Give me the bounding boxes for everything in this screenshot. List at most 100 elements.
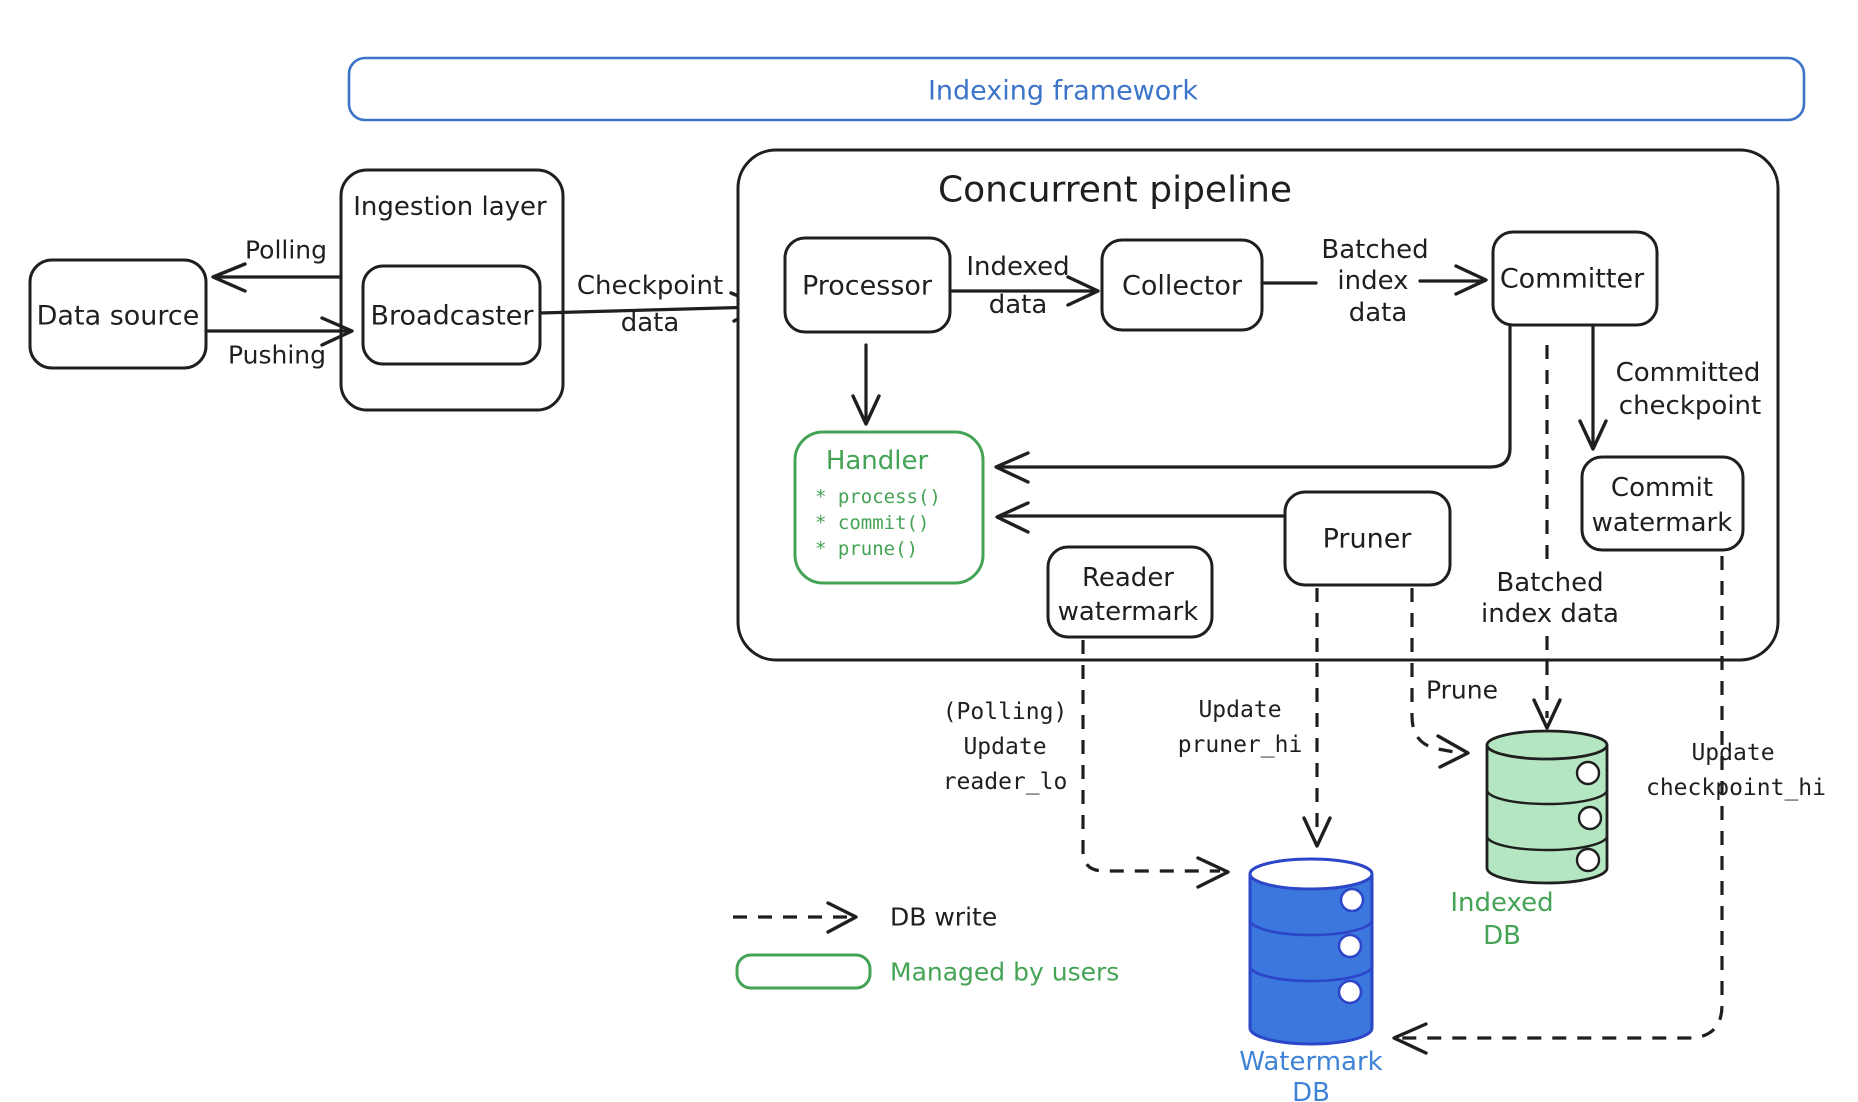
processor-box (783, 236, 952, 334)
indexed-db-dot (1575, 847, 1601, 873)
update-pruner-hi-arrow: Update pruner_hi (1178, 588, 1332, 848)
update-checkpoint-hi-arrow: Update checkpoint_hi (1392, 556, 1826, 1055)
legend-managed-by-users: Managed by users (735, 953, 1119, 990)
indexed-db: Indexed DB (1450, 729, 1609, 951)
indexed-db-dot (1575, 760, 1601, 786)
batched-index-data-2-arrow: Batched index data (1481, 345, 1619, 730)
handler-title: Handler (826, 446, 929, 476)
batched-index-data-2-label-1: Batched (1496, 568, 1603, 598)
committer-box (1491, 230, 1659, 327)
pruner-label: Pruner (1323, 524, 1413, 555)
checkpoint-data-label-2: data (621, 308, 680, 338)
arrowhead-down-icon (1532, 698, 1562, 730)
watermark-db-dot (1337, 979, 1363, 1005)
prune-arrow: Prune (1410, 588, 1498, 769)
update-reader-lo-label-3: reader_lo (943, 769, 1068, 795)
indexed-data-arrow: Indexed data (948, 252, 1100, 320)
broadcaster-box (361, 264, 542, 366)
legend-db-write: DB write (733, 901, 997, 934)
arrowhead-right-icon (826, 901, 858, 934)
ingestion-layer-label: Ingestion layer (353, 192, 547, 222)
watermark-db-separator (1248, 965, 1374, 983)
checkpoint-data-arrow: Checkpoint data (538, 271, 765, 338)
checkpoint-data-label-1: Checkpoint (577, 271, 723, 301)
handler-box (793, 430, 985, 585)
arrowhead-down-icon (1578, 419, 1608, 451)
batched-index-data-arrow: Batched index data (1260, 235, 1488, 328)
polling-arrow: Polling (211, 236, 343, 293)
legend-green-box (735, 953, 872, 990)
committer-label: Committer (1500, 264, 1645, 295)
update-reader-lo-label-1: (Polling) (943, 699, 1068, 725)
banner-title: Indexing framework (928, 76, 1198, 107)
legend-db-write-label: DB write (890, 903, 997, 932)
legend: DB write Managed by users (733, 901, 1119, 990)
commit-watermark-box (1580, 455, 1745, 552)
pruner-group: Pruner (995, 490, 1452, 587)
reader-watermark-box (1046, 545, 1214, 639)
arrowhead-right-icon (320, 316, 354, 347)
pushing-arrow: Pushing (204, 316, 354, 370)
arrowhead-right-icon (1066, 275, 1100, 307)
arrowhead-down-icon (1302, 816, 1332, 848)
arrowhead-right-icon (1196, 856, 1230, 889)
update-pruner-hi-label-1: Update (1198, 697, 1281, 723)
watermark-db-dot (1339, 887, 1365, 913)
indexed-data-label-1: Indexed (966, 252, 1069, 282)
polling-label: Polling (245, 236, 327, 265)
update-pruner-hi-label-2: pruner_hi (1178, 732, 1303, 758)
indexed-db-separator (1485, 835, 1609, 852)
watermark-db-separator (1248, 919, 1374, 937)
arrowhead-right-icon (1454, 264, 1488, 296)
indexed-db-dot (1577, 805, 1603, 831)
arrowhead-left-icon (1392, 1022, 1428, 1055)
indexed-db-label-1: Indexed (1450, 888, 1553, 918)
committed-checkpoint-arrow: Committed checkpoint (1578, 323, 1761, 451)
indexed-db-top (1485, 729, 1609, 761)
watermark-db-body (1248, 874, 1374, 1046)
arrowhead-left-icon (995, 501, 1030, 534)
batched-index-data-label-1: Batched (1321, 235, 1428, 265)
handler-method-process: * process() (815, 486, 941, 508)
update-reader-lo-arrow: (Polling) Update reader_lo (943, 640, 1230, 889)
processor-label: Processor (802, 271, 933, 302)
handler-method-prune: * prune() (815, 538, 918, 560)
reader-watermark-label-2: watermark (1058, 597, 1199, 627)
pushing-label: Pushing (228, 341, 326, 370)
indexed-db-separator (1485, 789, 1609, 806)
collector-label: Collector (1122, 271, 1243, 302)
legend-managed-by-users-label: Managed by users (890, 958, 1119, 987)
commit-watermark-label-2: watermark (1592, 508, 1733, 538)
committed-checkpoint-label-2: checkpoint (1619, 391, 1761, 421)
banner-frame (347, 56, 1806, 122)
collector-box (1100, 238, 1264, 332)
update-checkpoint-hi-label-1: Update (1691, 740, 1774, 766)
watermark-db-label-1: Watermark (1239, 1047, 1382, 1077)
broadcaster-label: Broadcaster (371, 301, 535, 332)
batched-index-data-2-label-2: index data (1481, 599, 1619, 629)
prune-label: Prune (1426, 676, 1498, 705)
processor-to-handler-arrow (851, 343, 881, 426)
indexed-data-label-2: data (989, 290, 1048, 320)
watermark-db-top (1248, 857, 1374, 891)
concurrent-pipeline-title: Concurrent pipeline (938, 170, 1292, 211)
arrowhead-right-icon (1436, 734, 1470, 769)
arrowhead-down-icon (851, 394, 881, 426)
ingestion-layer-group: Ingestion layer Broadcaster (339, 168, 565, 412)
watermark-db-label-2: DB (1292, 1078, 1330, 1102)
reader-watermark-group: Reader watermark (1046, 545, 1214, 639)
batched-index-data-label-3: data (1349, 298, 1408, 328)
pruner-box (1283, 490, 1452, 587)
concurrent-pipeline-group: Concurrent pipeline Processor Collector … (736, 148, 1780, 662)
committed-checkpoint-label-1: Committed (1616, 358, 1761, 388)
update-checkpoint-hi-label-2: checkpoint_hi (1646, 775, 1826, 801)
data-source-group: Data source (28, 258, 208, 370)
arrowhead-left-icon (994, 451, 1030, 484)
watermark-db-dot (1337, 933, 1363, 959)
update-reader-lo-label-2: Update (963, 734, 1046, 760)
indexed-db-label-2: DB (1483, 921, 1521, 951)
reader-watermark-label-1: Reader (1082, 563, 1174, 593)
committer-to-handler-arrow (994, 325, 1512, 484)
commit-watermark-label-1: Commit (1611, 473, 1713, 503)
